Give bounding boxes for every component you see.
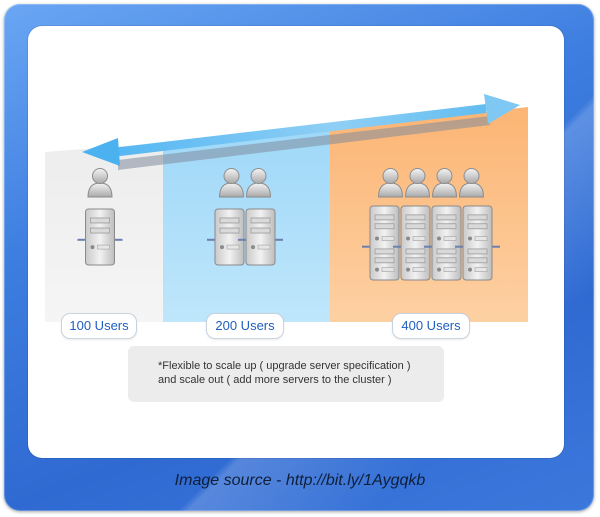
image-source-caption: Image source - http://bit.ly/1Aygqkb	[174, 472, 426, 489]
server-icon	[393, 205, 438, 281]
server-icon	[424, 205, 469, 281]
user-icon	[218, 168, 245, 198]
user-icon	[87, 168, 113, 198]
user-icon	[458, 168, 485, 198]
server-icon	[238, 208, 283, 266]
double-arrow-icon	[82, 94, 520, 170]
tier-3-users-label: 400 Users	[392, 313, 470, 339]
server-icon	[362, 205, 407, 281]
icons-layer	[77, 168, 500, 281]
scaling-note-line-2: and scale out ( add more servers to the …	[158, 374, 392, 386]
server-icon	[455, 205, 500, 281]
scaling-note: *Flexible to scale up ( upgrade server s…	[128, 346, 444, 402]
tier-1-users-label: 100 Users	[61, 313, 137, 339]
user-icon	[431, 168, 458, 198]
server-icon	[77, 208, 123, 266]
user-icon	[377, 168, 404, 198]
user-icon	[245, 168, 272, 198]
server-icon	[207, 208, 252, 266]
user-icon	[404, 168, 431, 198]
tier-2-users-label: 200 Users	[206, 313, 284, 339]
scaling-note-line-1: *Flexible to scale up ( upgrade server s…	[158, 360, 411, 372]
